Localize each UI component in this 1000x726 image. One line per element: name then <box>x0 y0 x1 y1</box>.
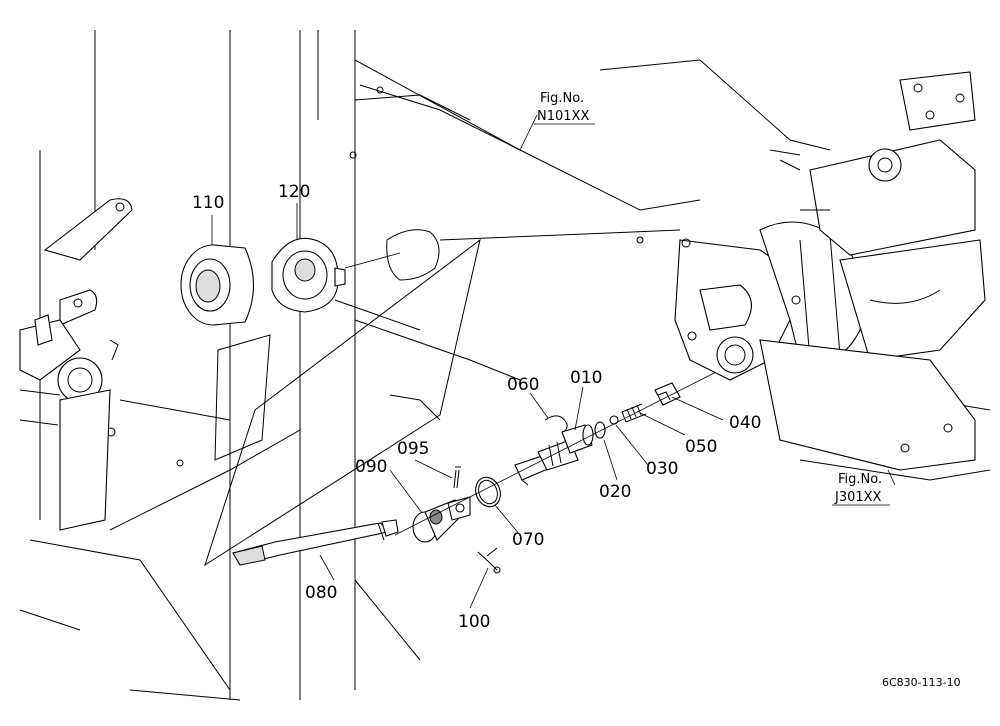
disc-outline <box>344 229 440 281</box>
right-housing <box>674 71 986 471</box>
cover-plate <box>204 238 481 567</box>
part-label-020: 020 <box>599 482 631 502</box>
part-095-pin <box>453 466 461 489</box>
part-120-cap <box>271 237 346 313</box>
part-label-090: 090 <box>355 457 387 477</box>
part-label-110: 110 <box>192 193 224 213</box>
part-label-070: 070 <box>512 530 544 550</box>
part-label-030: 030 <box>646 459 678 479</box>
part-label-100: 100 <box>458 612 490 632</box>
background-frame <box>19 30 991 701</box>
part-070-ring <box>475 476 501 508</box>
part-label-095: 095 <box>397 439 429 459</box>
left-linkage <box>19 198 133 531</box>
part-label-080: 080 <box>305 583 337 603</box>
part-060-clip <box>544 415 568 433</box>
part-090-ujoint <box>412 496 471 543</box>
figref-n101-code: N101XX <box>537 109 589 124</box>
part-100-clip <box>477 547 501 574</box>
part-010-spool <box>514 424 594 486</box>
part-label-060: 060 <box>507 375 539 395</box>
assembly-axis <box>394 364 731 536</box>
figref-j301-label: Fig.No. <box>838 472 882 487</box>
figref-n101-label: Fig.No. <box>540 91 584 106</box>
diagram-code: 6C830-113-10 <box>882 676 961 689</box>
part-110-seal <box>180 244 254 326</box>
part-050-spring <box>621 403 647 423</box>
part-label-120: 120 <box>278 182 310 202</box>
part-label-040: 040 <box>729 413 761 433</box>
part-040-plug <box>654 382 681 406</box>
part-020-oring <box>594 421 606 439</box>
part-label-010: 010 <box>570 368 602 388</box>
leader-lines <box>211 114 896 609</box>
part-label-050: 050 <box>685 437 717 457</box>
part-080-shaft <box>232 519 399 566</box>
figref-j301-code: J301XX <box>834 490 882 505</box>
